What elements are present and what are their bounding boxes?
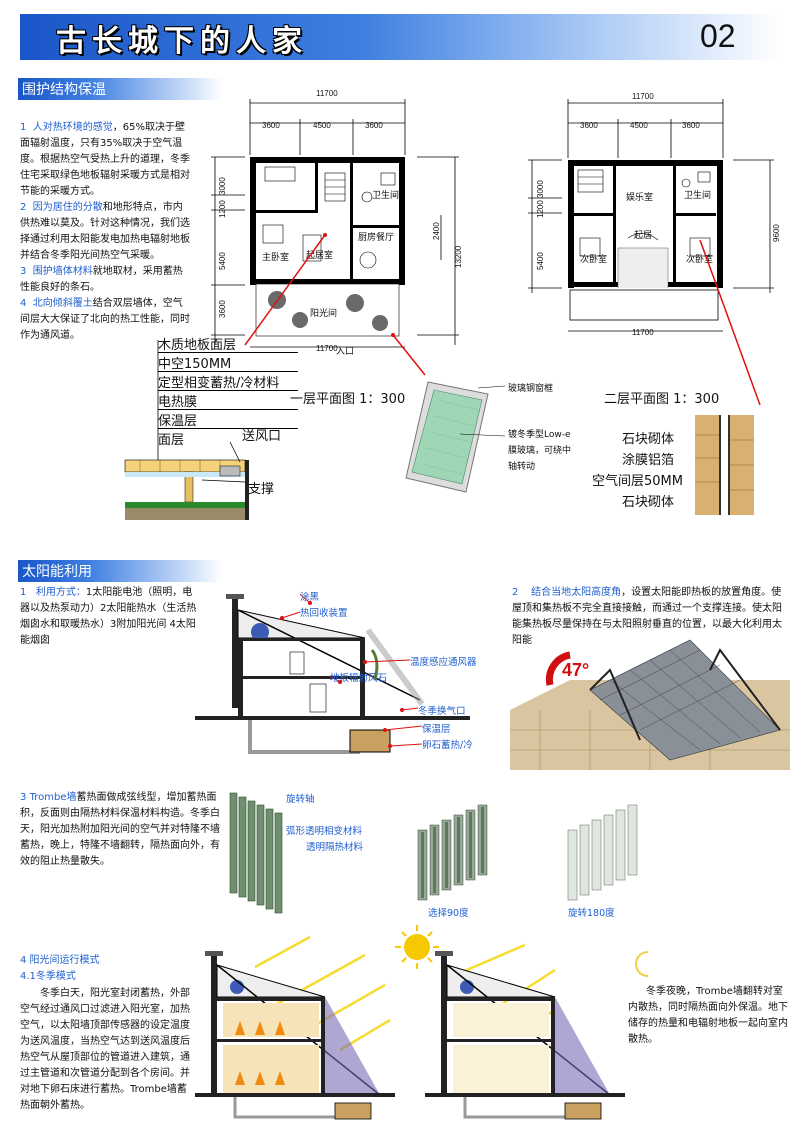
solar-text-2: 2 结合当地太阳高度角，设置太阳能即热板的放置角度。使屋顶和集热板不完全直接接触… [512,587,782,646]
envelope-item-2: 2 因为居住的分散和地形特点，市内供热难以莫及。针对这种情况，我们选择通过利用太… [20,202,190,261]
sunspace-heading: 4 阳光间运行模式 [20,955,100,966]
plan2-title: 二层平面图 1：300 [604,392,720,407]
pivot-window-drawing [405,381,506,493]
wall-layer-3: 空气间层50MM [592,474,683,489]
section-label-insulation: 保温层 [422,724,451,735]
plan2-room-recreation: 娱乐室 [626,193,654,203]
floor-section-drawing [124,340,249,520]
floor-layers-list: 木质地板面层 中空150MM 定型相变蓄热/冷材料 电热膜 保温层 面层 [158,334,298,448]
sunspace-subheading: 4.1冬季模式 [20,971,76,982]
envelope-item-1: 1 人对热环境的感觉，65%取决于壁面辐射温度，只有35%取决于空气温度。根据热… [20,122,190,197]
plan1-room-master-bedroom: 主卧室 [262,253,290,263]
trombe-caption-90: 选择90度 [428,908,469,919]
trombe-wall-2-drawing [417,804,488,901]
plan1-room-bathroom: 卫生间 [372,191,400,201]
solar-house-section-drawing [195,593,470,754]
solar-text-1: 1 利用方式：1太阳能电池（照明，电器以及热泵动力）2太阳能热水（生活热烟囱水和… [20,587,197,646]
plan2-dim-top-2: 4500 [630,121,648,130]
plan2-room-bedroom-right: 次卧室 [686,255,714,265]
plan1-dim-bottom: 11700 [316,344,338,353]
trombe-label-curved: 弧形透明相变材料 [286,826,363,837]
floor-support-label: 支撑 [248,482,275,497]
plan1-entry: 入口 [336,347,355,357]
floor-layer-3: 定型相变蓄热/冷材料 [158,372,298,391]
sunspace-mode-drawings [195,925,625,1120]
plan1-dim-top-total: 11700 [316,89,338,98]
plan1-dim-top-1: 3600 [262,121,280,130]
envelope-item-4: 4 北向倾斜覆土结合双层墙体，空气间层大大保证了北向的热工性能，同时作为通风道。 [20,298,190,341]
roof-collector-drawing [510,639,790,770]
plan1-title: 一层平面图 1：300 [290,392,406,407]
first-floor-plan-drawing [211,99,459,348]
plan2-room-bedroom-left: 次卧室 [580,255,608,265]
plan2-dim-top-1: 3600 [580,121,598,130]
envelope-item-3: 3 围护墙体材料就地取材，采用蓄热性能良好的条石。 [20,266,183,293]
page-title: 古长城下的人家 [56,24,308,59]
trombe-label-axis: 旋转轴 [286,794,315,805]
plan1-room-sunspace: 阳光间 [310,309,338,319]
trombe-caption-180: 旋转180度 [568,908,615,919]
section-header-solar: 太阳能利用 [18,560,222,582]
plan1-room-kitchen: 厨房 [358,233,377,243]
plan2-room-living: 起居 [634,231,653,241]
section-label-winter-vent: 冬季换气口 [418,706,466,717]
floor-vent-label: 送风口 [242,429,282,444]
wall-section-drawing [695,415,754,515]
window-glass-label: 镀冬季型Low-e膜玻璃，可绕中轴转动 [508,430,572,472]
envelope-text: 1 人对热环境的感觉，65%取决于壁面辐射温度，只有35%取决于空气温度。根据热… [20,120,192,344]
trombe-wall-1-drawing [229,792,283,914]
plan1-dim-top-3: 3600 [365,121,383,130]
wall-layer-4: 石块砌体 [622,495,675,510]
plan2-dim-bottom: 11700 [632,328,654,337]
sunspace-night-text: 冬季夜晚，Trombe墙翻转对室内散热，同时隔热面向外保温。地下储存的热量和电辐… [628,986,788,1045]
second-floor-plan-drawing [528,99,774,332]
section-label-blackened: 涂黑 [300,592,320,603]
floor-layer-6: 面层 [158,433,185,448]
wall-layers-list: 石块砌体 涂膜铝箔 空气间层50MM 石块砌体 [592,428,683,512]
section-label-heat-recovery: 热回收装置 [300,608,348,619]
wall-layer-2: 涂膜铝箔 [622,453,675,468]
moon-icon [630,948,649,980]
page-number: 02 [700,18,736,54]
trombe-text: 3 Trombe墙蓄热面做成弦线型，增加蓄热面积，反面则由隔热材料保温材料构造。… [20,792,220,867]
section-header-envelope: 围护结构保温 [18,78,222,100]
floor-layer-1: 木质地板面层 [158,334,298,353]
plan1-room-dining: 餐厅 [376,233,395,243]
section-label-ventilator: 温度感应通风器 [410,657,477,668]
floor-layer-4: 电热膜 [158,391,298,410]
window-frame-label: 玻璃钢窗框 [508,384,554,394]
plan2-room-bathroom: 卫生间 [684,191,712,201]
plan1-room-living: 起居室 [306,251,334,261]
floor-layer-2: 中空150MM [158,353,298,372]
solar-angle: 47° [562,660,590,680]
plan1-dim-top-2: 4500 [313,121,331,130]
title-bar [20,14,780,60]
wall-layer-1: 石块砌体 [622,432,675,447]
trombe-label-insulation: 透明隔热材料 [306,842,364,853]
sunspace-winter-text: 冬季白天，阳光室封闭蓄热，外部空气经过通风口过滤进入阳光室，加热空气，以太阳墙顶… [20,988,190,1111]
section-label-pebble-storage: 卵石蓄热/冷 [422,740,473,751]
plan2-dim-top-3: 3600 [682,121,700,130]
plan2-dim-top-total: 11700 [632,92,654,101]
floor-layer-5: 保温层 [158,410,298,429]
trombe-wall-3-drawing [567,804,638,901]
section-label-floor-radiation: 地板辐射风石 [330,673,388,684]
